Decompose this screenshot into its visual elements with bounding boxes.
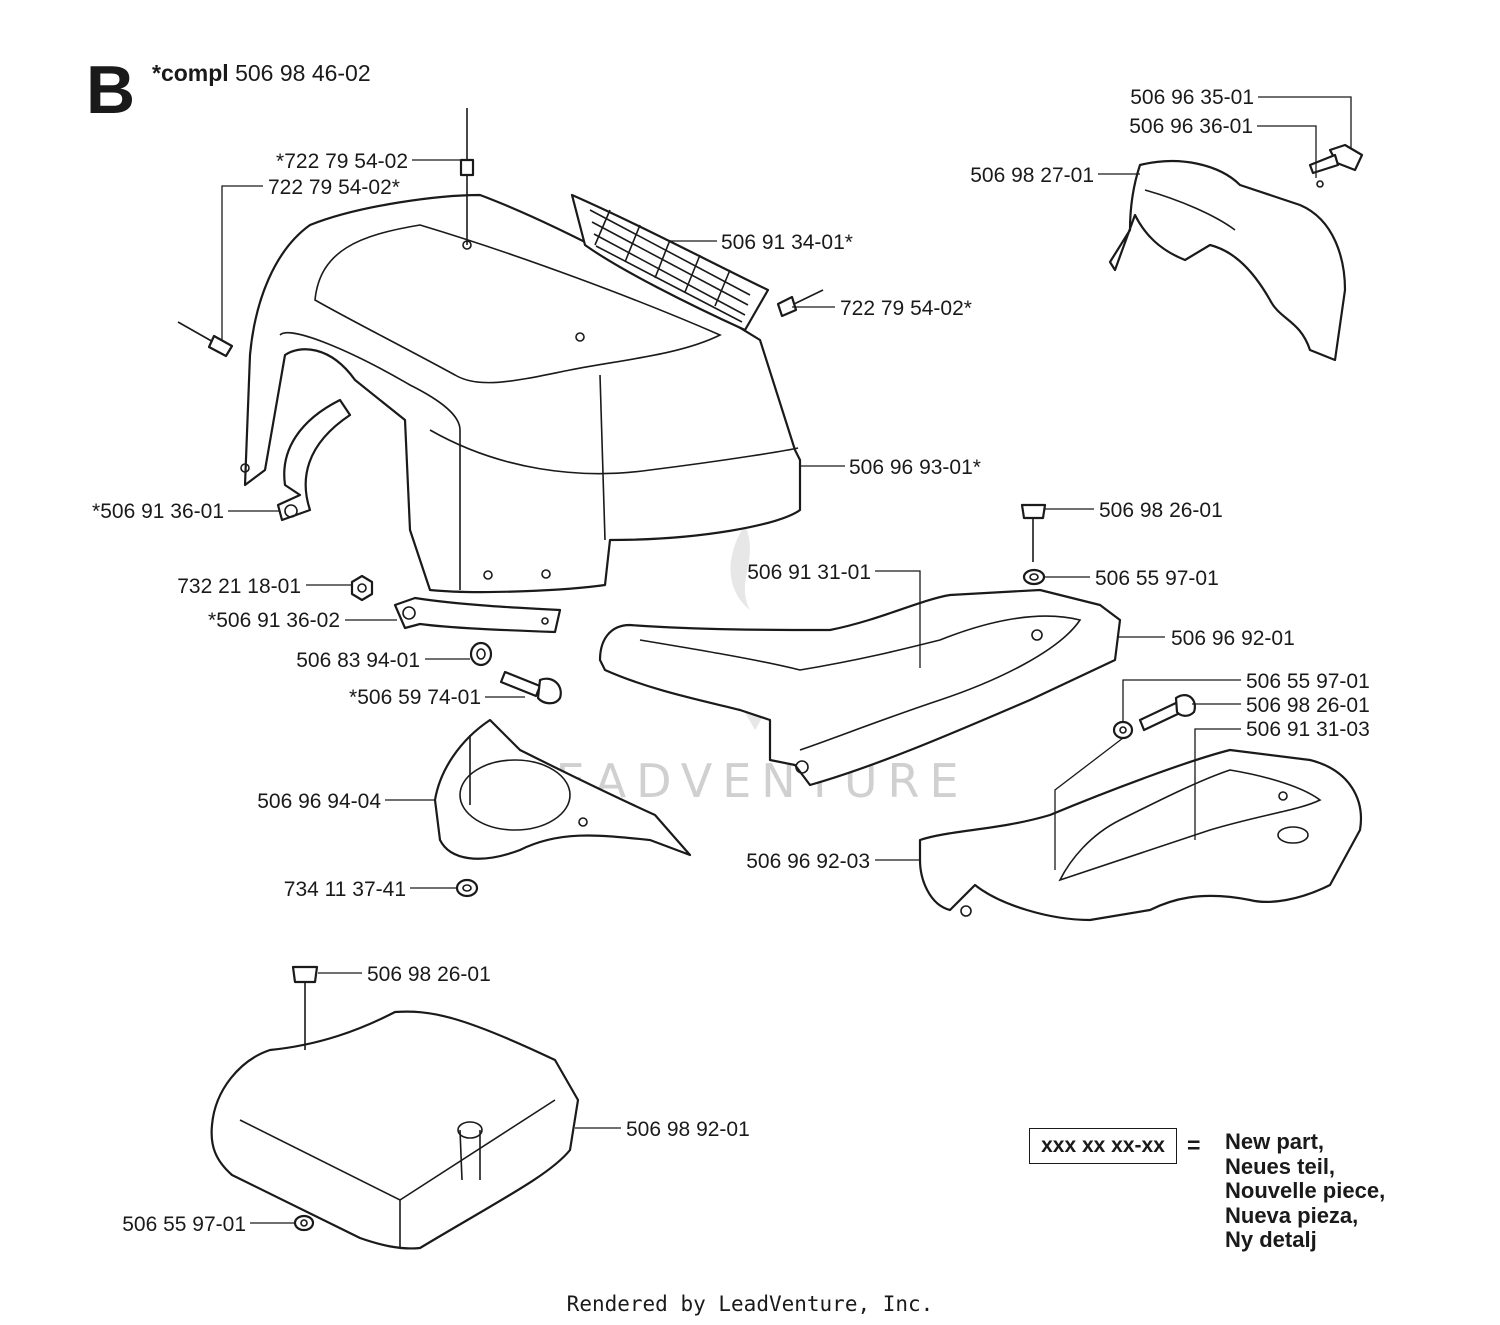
section-letter: B: [86, 52, 136, 128]
legend-line: Neues teil,: [1225, 1153, 1336, 1179]
part-label: 506 83 94-01: [296, 649, 420, 672]
part-label: 506 98 26-01: [1246, 694, 1370, 717]
knob-bolt-b: [1138, 694, 1196, 732]
washer-e: [293, 1214, 315, 1232]
part-label: *722 79 54-02: [276, 150, 408, 173]
part-label: 506 55 97-01: [122, 1213, 246, 1236]
part-label: 722 79 54-02*: [840, 297, 972, 320]
knob-bolt-c: [291, 965, 319, 1050]
rivet-right: [776, 289, 824, 318]
panel-right: [918, 748, 1362, 922]
part-label: *506 91 36-02: [208, 609, 340, 632]
hood-cover: [240, 193, 802, 594]
part-label: 506 55 97-01: [1095, 567, 1219, 590]
cup-holder: [433, 718, 692, 860]
legend-line: Ny detalj: [1225, 1227, 1317, 1252]
legend-line: Nouvelle piece,: [1225, 1178, 1386, 1203]
washer-b: [455, 878, 479, 898]
bolt-a: [499, 670, 562, 705]
part-label: 506 96 36-01: [1129, 115, 1253, 138]
part-label: 722 79 54-02*: [268, 176, 400, 199]
part-label: 506 98 92-01: [626, 1118, 750, 1141]
compl-prefix: *compl: [152, 60, 229, 86]
washer-a: [469, 641, 493, 667]
part-label: 506 91 31-03: [1246, 718, 1370, 741]
legend-equals: =: [1187, 1132, 1201, 1158]
bolt-top-right: [1308, 143, 1364, 188]
legend-line: New part,: [1225, 1129, 1325, 1154]
assembly-number: *compl 506 98 46-02: [152, 60, 371, 87]
bracket-left: [276, 398, 352, 522]
washer-d: [1112, 720, 1134, 740]
battery-cover: [210, 1010, 580, 1250]
part-label: 506 98 26-01: [1099, 499, 1223, 522]
part-label: 506 91 31-01: [747, 561, 871, 584]
legend-line: Nueva pieza,: [1225, 1202, 1359, 1228]
panel-center: [598, 588, 1122, 787]
part-label: 506 96 92-03: [746, 850, 870, 873]
knob-bolt-a: [1020, 503, 1047, 562]
part-label: *506 91 36-01: [92, 500, 224, 523]
legend-translations: New part, Neues teil, Nouvelle piece, Nu…: [1225, 1129, 1386, 1253]
part-label: 506 96 35-01: [1130, 86, 1254, 109]
part-label: *506 59 74-01: [349, 686, 481, 709]
part-label: 734 11 37-41: [284, 878, 406, 901]
side-cover-top-right: [1108, 159, 1347, 362]
compl-number: 506 98 46-02: [235, 60, 371, 86]
grille-panel: [570, 193, 770, 332]
bracket-lower: [393, 596, 562, 634]
nut: [350, 574, 374, 602]
part-label: 732 21 18-01: [177, 575, 301, 598]
footer-credit: Rendered by LeadVenture, Inc.: [566, 1292, 934, 1316]
part-label: 506 96 92-01: [1171, 627, 1295, 650]
washer-c: [1022, 568, 1046, 586]
rivet-left: [177, 321, 234, 358]
part-label: 506 96 93-01*: [849, 456, 981, 479]
rivet-top: [459, 108, 475, 245]
leader-lines: [221, 96, 1352, 1224]
part-label: 506 98 26-01: [367, 963, 491, 986]
part-label: 506 96 94-04: [257, 790, 381, 813]
legend-code: xxx xx xx-xx: [1029, 1128, 1177, 1164]
part-label: 506 98 27-01: [970, 164, 1094, 187]
part-label: 506 55 97-01: [1246, 670, 1370, 693]
part-label: 506 91 34-01*: [721, 231, 853, 254]
